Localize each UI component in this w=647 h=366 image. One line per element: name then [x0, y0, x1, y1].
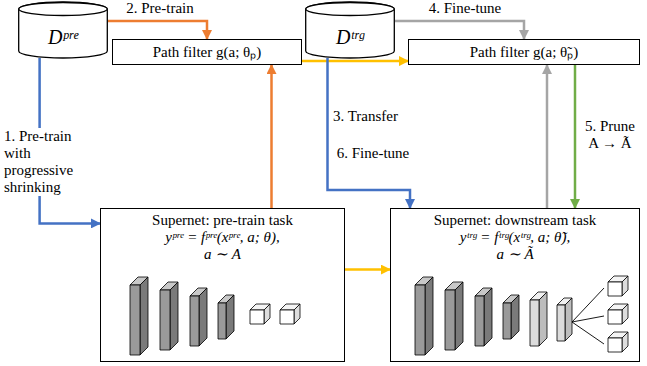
branch-line: [572, 316, 604, 322]
connector-arrow: [345, 268, 390, 271]
layer-face: [130, 285, 140, 355]
layer-face: [250, 310, 264, 324]
node-text: a ∼ A: [204, 246, 241, 263]
connector-arrow: [302, 60, 408, 63]
node-text: a ∼ Ã: [496, 246, 533, 263]
node-title: Dᵗʳᵍ: [336, 26, 364, 48]
layer-face: [425, 277, 433, 355]
layer-face: [280, 310, 294, 324]
connector-arrow: [395, 21, 524, 39]
layer-face: [539, 292, 547, 346]
node-title: Supernet: pre-train task: [152, 212, 293, 229]
layer-face: [445, 290, 455, 350]
layer-face: [608, 282, 622, 296]
layer-face: [557, 305, 565, 341]
edge-label: 4. Fine-tune: [425, 0, 505, 17]
step-label: 3. Transfer: [333, 108, 413, 125]
layer-face: [622, 276, 628, 296]
node-text: yᵖʳᵉ = fᵖʳᵉ(xᵖʳᵉ, a; θ),: [165, 229, 279, 246]
connector-arrow: [546, 65, 549, 208]
connector-arrow: [270, 65, 273, 208]
layer-face: [264, 304, 270, 324]
layer-face: [140, 277, 148, 355]
layer-face: [415, 285, 425, 355]
layer-face: [608, 310, 622, 324]
layer-face: [226, 295, 234, 339]
edge-label: 2. Pre-train: [120, 0, 200, 17]
connector-arrow: [574, 65, 577, 208]
layer-face: [455, 282, 463, 350]
cylinder-body: [19, 2, 108, 58]
node-title: Path filter g(a; θₚ): [153, 44, 262, 61]
node-title: Dᵖʳᵉ: [48, 26, 78, 48]
connector-arrow: [328, 58, 411, 208]
layer-face: [511, 295, 519, 339]
layer-face: [484, 288, 492, 346]
layer-face: [503, 303, 511, 339]
layer-face: [622, 304, 628, 324]
layer-face: [608, 338, 622, 352]
data-cylinder: Dᵖʳᵉ: [18, 2, 108, 58]
node-title: Supernet: downstream task: [434, 212, 596, 229]
layer-face: [565, 298, 572, 341]
cylinder-top: [19, 3, 108, 16]
cylinder-body: [306, 2, 395, 58]
process-box: Supernet: pre-train taskyᵖʳᵉ = fᵖʳᵉ(xᵖʳᵉ…: [100, 208, 345, 362]
data-cylinder: Dᵗʳᵍ: [305, 2, 395, 58]
process-box: Path filter g(a; θₚ): [112, 39, 302, 65]
branch-line: [572, 288, 604, 322]
layer-face: [160, 290, 170, 350]
layer-face: [170, 282, 178, 350]
edge-label: 6. Fine-tune: [333, 145, 413, 162]
node-title: Path filter g(a; θ̃ₚ): [470, 44, 579, 61]
layer-face: [218, 303, 226, 339]
layer-face: [475, 296, 484, 346]
layer-face: [294, 304, 300, 324]
layer-face: [199, 288, 207, 346]
layer-face: [190, 296, 199, 346]
layer-face: [622, 332, 628, 352]
cylinder-top: [306, 3, 395, 16]
process-box: Supernet: downstream taskyᵗʳᵍ = fᵗʳᵍ(xᵗʳ…: [390, 208, 640, 362]
layer-face: [530, 300, 539, 346]
connector-arrow: [108, 21, 207, 39]
edge-label: 1. Pre-train with progressive shrinking: [4, 128, 82, 196]
process-box: Path filter g(a; θ̃ₚ): [408, 39, 640, 65]
branch-line: [572, 322, 604, 344]
node-text: yᵗʳᵍ = fᵗʳᵍ(xᵗʳᵍ, a; θ̃),: [460, 229, 570, 246]
edge-label: 5. Prune A → Ã: [582, 118, 638, 152]
